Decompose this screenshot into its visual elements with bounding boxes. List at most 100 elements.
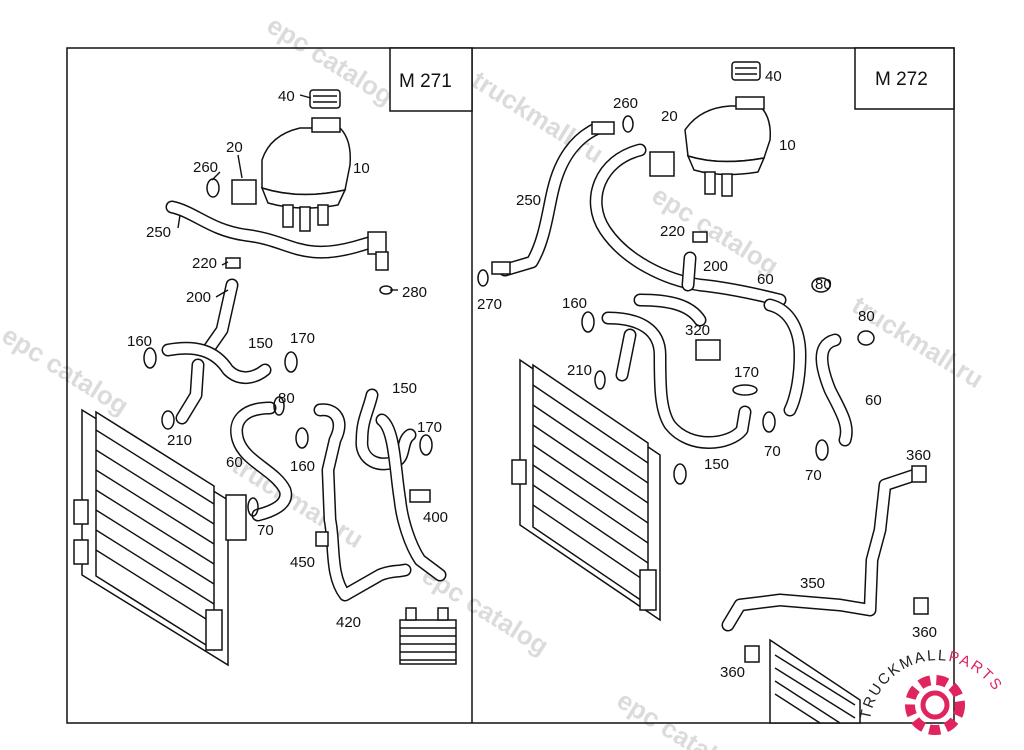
callout-labels: 40 260 20 10 250 220 200 60 80 270 160 3… <box>477 68 937 681</box>
engine-label-box <box>854 47 955 110</box>
callout-320: 320 <box>685 322 710 339</box>
panel-m271: M 271 <box>73 47 473 667</box>
hose-150 <box>161 341 272 425</box>
callout-360: 360 <box>912 624 937 641</box>
callout-260: 260 <box>193 159 218 176</box>
engine-label: M 272 <box>875 69 928 90</box>
callout-350: 350 <box>800 575 825 592</box>
callout-160: 160 <box>127 333 152 350</box>
callout-450: 450 <box>290 554 315 571</box>
callout-360: 360 <box>720 664 745 681</box>
pipe-350 <box>721 468 922 632</box>
callout-150: 150 <box>704 456 729 473</box>
callout-70: 70 <box>805 467 822 484</box>
hose-150 <box>601 293 752 449</box>
hose-60 <box>230 401 293 522</box>
callout-210: 210 <box>167 432 192 449</box>
callout-40: 40 <box>278 88 295 105</box>
seal-ring <box>622 115 634 133</box>
seal-ring <box>247 497 259 517</box>
oil-cooler <box>769 638 861 724</box>
callout-220: 220 <box>660 223 685 240</box>
callout-200: 200 <box>186 289 211 306</box>
clamp-220 <box>692 231 708 243</box>
callout-260: 260 <box>613 95 638 112</box>
callout-160: 160 <box>290 458 315 475</box>
callout-250: 250 <box>516 192 541 209</box>
callout-20: 20 <box>226 139 243 156</box>
callout-160: 160 <box>562 295 587 312</box>
callout-70: 70 <box>764 443 781 460</box>
hose-250 <box>165 200 389 271</box>
expansion-tank <box>260 117 352 232</box>
clamp-360 <box>911 465 927 483</box>
callout-60: 60 <box>226 454 243 471</box>
watermark-layer: epc catalog truckmall.ru epc catalog tru… <box>0 10 989 750</box>
clamp-20 <box>649 151 675 177</box>
leader-lines <box>177 94 398 298</box>
oil-cooler <box>399 607 457 665</box>
callout-60: 60 <box>865 392 882 409</box>
callout-20: 20 <box>661 108 678 125</box>
callout-80: 80 <box>858 308 875 325</box>
clip-450 <box>315 531 329 547</box>
radiator-illustration <box>73 408 247 667</box>
watermark-text: epc catalog <box>612 685 749 750</box>
clamp-20 <box>231 179 257 205</box>
seal-ring <box>206 178 220 198</box>
seal-ring <box>273 396 285 416</box>
hose-200 <box>201 278 239 357</box>
seal-ring <box>732 384 758 396</box>
callout-420: 420 <box>336 614 361 631</box>
callout-360: 360 <box>906 447 931 464</box>
clamp-360 <box>744 645 760 663</box>
seal-ring <box>857 330 875 346</box>
callout-80: 80 <box>815 276 832 293</box>
seal-ring <box>811 277 831 293</box>
callout-10: 10 <box>353 160 370 177</box>
callout-170: 170 <box>417 419 442 436</box>
seal-ring <box>419 434 433 456</box>
callout-280: 280 <box>402 284 427 301</box>
callout-70: 70 <box>257 522 274 539</box>
bracket-320 <box>695 339 721 361</box>
seal-ring <box>594 370 606 390</box>
callout-400: 400 <box>423 509 448 526</box>
callout-210: 210 <box>567 362 592 379</box>
callout-40: 40 <box>765 68 782 85</box>
callout-80: 80 <box>278 390 295 407</box>
radiator-illustration <box>511 358 687 622</box>
seal-ring <box>762 411 776 433</box>
callout-150: 150 <box>248 335 273 352</box>
watermark-text: truckmall.ru <box>467 65 609 169</box>
callout-60: 60 <box>757 271 774 288</box>
seal-ring <box>161 410 175 430</box>
diagram-frame <box>66 47 955 724</box>
tank-cap <box>309 89 341 109</box>
clamp-400 <box>409 489 431 503</box>
panel-m272: M 272 <box>477 47 955 724</box>
hose-420 <box>313 388 447 602</box>
callout-170: 170 <box>734 364 759 381</box>
engine-label-box <box>389 47 473 112</box>
engine-label: M 271 <box>399 71 452 92</box>
seal-ring <box>477 269 489 287</box>
callout-270: 270 <box>477 296 502 313</box>
callout-170: 170 <box>290 330 315 347</box>
hose-250 <box>491 121 615 277</box>
callout-200: 200 <box>703 258 728 275</box>
callout-150: 150 <box>392 380 417 397</box>
callout-10: 10 <box>779 137 796 154</box>
gear-icon <box>905 675 965 735</box>
expansion-tank <box>684 96 772 197</box>
callout-250: 250 <box>146 224 171 241</box>
seal-ring <box>295 427 309 449</box>
clamp <box>225 257 241 269</box>
seal-ring <box>143 347 157 369</box>
callout-220: 220 <box>192 255 217 272</box>
watermark-text: truckmall.ru <box>847 290 989 394</box>
tank-cap <box>731 61 761 81</box>
seal-ring <box>284 351 298 373</box>
seal-ring <box>581 311 595 333</box>
